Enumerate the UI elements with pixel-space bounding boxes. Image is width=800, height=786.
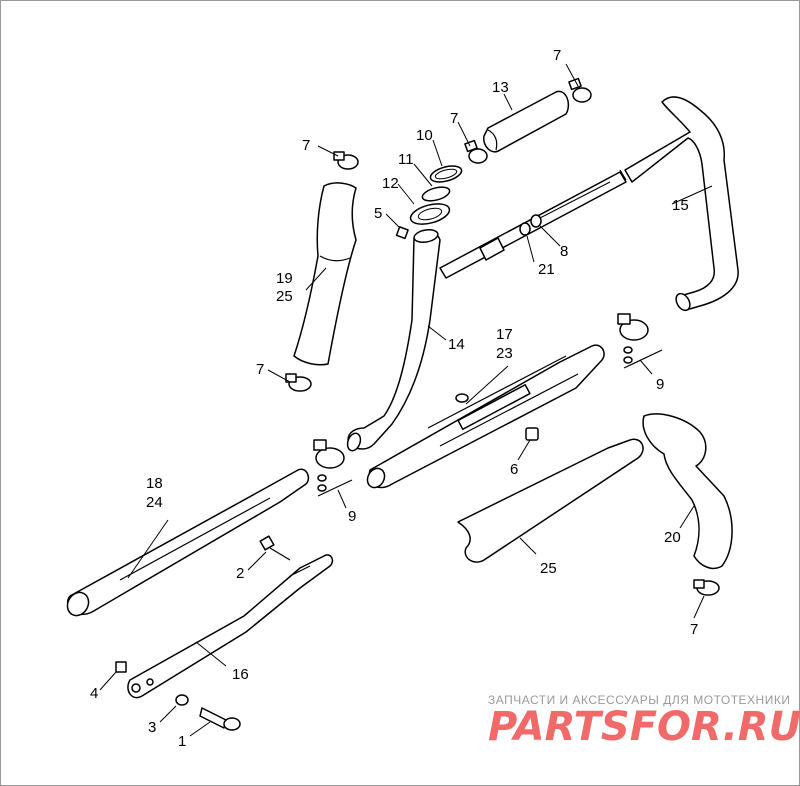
- part-7-clamp-lower-left: [285, 373, 312, 392]
- part-13-heat-shield: [483, 90, 570, 153]
- callout-14: 14: [448, 336, 465, 353]
- part-7-clamp-mid: [464, 139, 488, 164]
- centerline: [539, 181, 611, 219]
- part-16-muffler-bracket: [127, 554, 334, 699]
- callout-17: 17: [496, 326, 513, 343]
- callout-9-left: 9: [348, 508, 356, 525]
- callout-20: 20: [664, 529, 681, 546]
- callout-7-bottom-right: 7: [690, 621, 698, 638]
- callout-13: 13: [492, 79, 509, 96]
- callout-labels: 7 13 7 7 10 11 12 5 15 8 21 19 25 14 17 …: [90, 47, 698, 750]
- callout-24: 24: [146, 494, 163, 511]
- watermark: ЗАПЧАСТИ И АКСЕССУАРЫ ДЛЯ МОТОТЕХНИКИ PA…: [488, 693, 800, 750]
- callout-1: 1: [178, 733, 186, 750]
- callout-4: 4: [90, 685, 98, 702]
- part-7-clamp-bottom-right: [693, 579, 720, 596]
- part-18-front-muffler: [66, 468, 310, 617]
- part-6-nut: [525, 427, 539, 441]
- callout-9-right: 9: [656, 376, 664, 393]
- part-5-nut: [395, 226, 409, 240]
- callout-11: 11: [398, 151, 414, 168]
- part-17-rear-muffler: [366, 344, 605, 489]
- callout-5: 5: [374, 205, 382, 222]
- part-20-heat-shield: [642, 413, 733, 570]
- callout-10: 10: [416, 127, 433, 144]
- callout-7-top: 7: [553, 47, 561, 64]
- part-25-heat-shield-lower: [457, 438, 644, 563]
- part-7-clamp-left: [333, 151, 359, 170]
- callout-16: 16: [232, 666, 249, 683]
- part-21-gasket: [519, 222, 531, 236]
- callout-7-left: 7: [302, 137, 310, 154]
- part-2-bolt: [259, 535, 291, 561]
- part-15-rear-exhaust-pipe: [439, 96, 739, 312]
- part-14-front-exhaust-pipe: [346, 228, 441, 452]
- callout-25-right: 25: [540, 560, 557, 577]
- part-7-clamp-top: [568, 77, 592, 103]
- callout-18: 18: [146, 475, 163, 492]
- watermark-tagline: ЗАПЧАСТИ И АКСЕССУАРЫ ДЛЯ МОТОТЕХНИКИ: [488, 693, 790, 707]
- callout-25-left: 25: [276, 288, 293, 305]
- part-1-bolt: [199, 707, 241, 731]
- part-8-washer: [530, 214, 542, 228]
- callout-3: 3: [148, 719, 156, 736]
- watermark-logo: PARTSFOR.RU: [488, 704, 800, 750]
- part-10-ring: [429, 165, 463, 183]
- callout-7-mid: 7: [450, 110, 458, 127]
- part-3-washer: [175, 694, 189, 706]
- part-9-mount-kit-right: [617, 313, 663, 369]
- callout-6: 6: [510, 461, 518, 478]
- leader-lines: [99, 63, 713, 737]
- callout-23: 23: [496, 345, 513, 362]
- part-11-retaining-ring: [421, 186, 451, 202]
- part-19-heat-shield: [293, 182, 357, 366]
- callout-19: 19: [276, 270, 293, 287]
- callout-21: 21: [538, 261, 555, 278]
- callout-15: 15: [672, 197, 689, 214]
- part-9-mount-kit-left: [313, 439, 353, 497]
- part-4-nut: [115, 661, 127, 673]
- callout-8: 8: [560, 243, 568, 260]
- callout-7-lower-left: 7: [256, 361, 264, 378]
- callout-12: 12: [382, 175, 399, 192]
- callout-2: 2: [236, 565, 244, 582]
- part-12-flange: [409, 203, 451, 225]
